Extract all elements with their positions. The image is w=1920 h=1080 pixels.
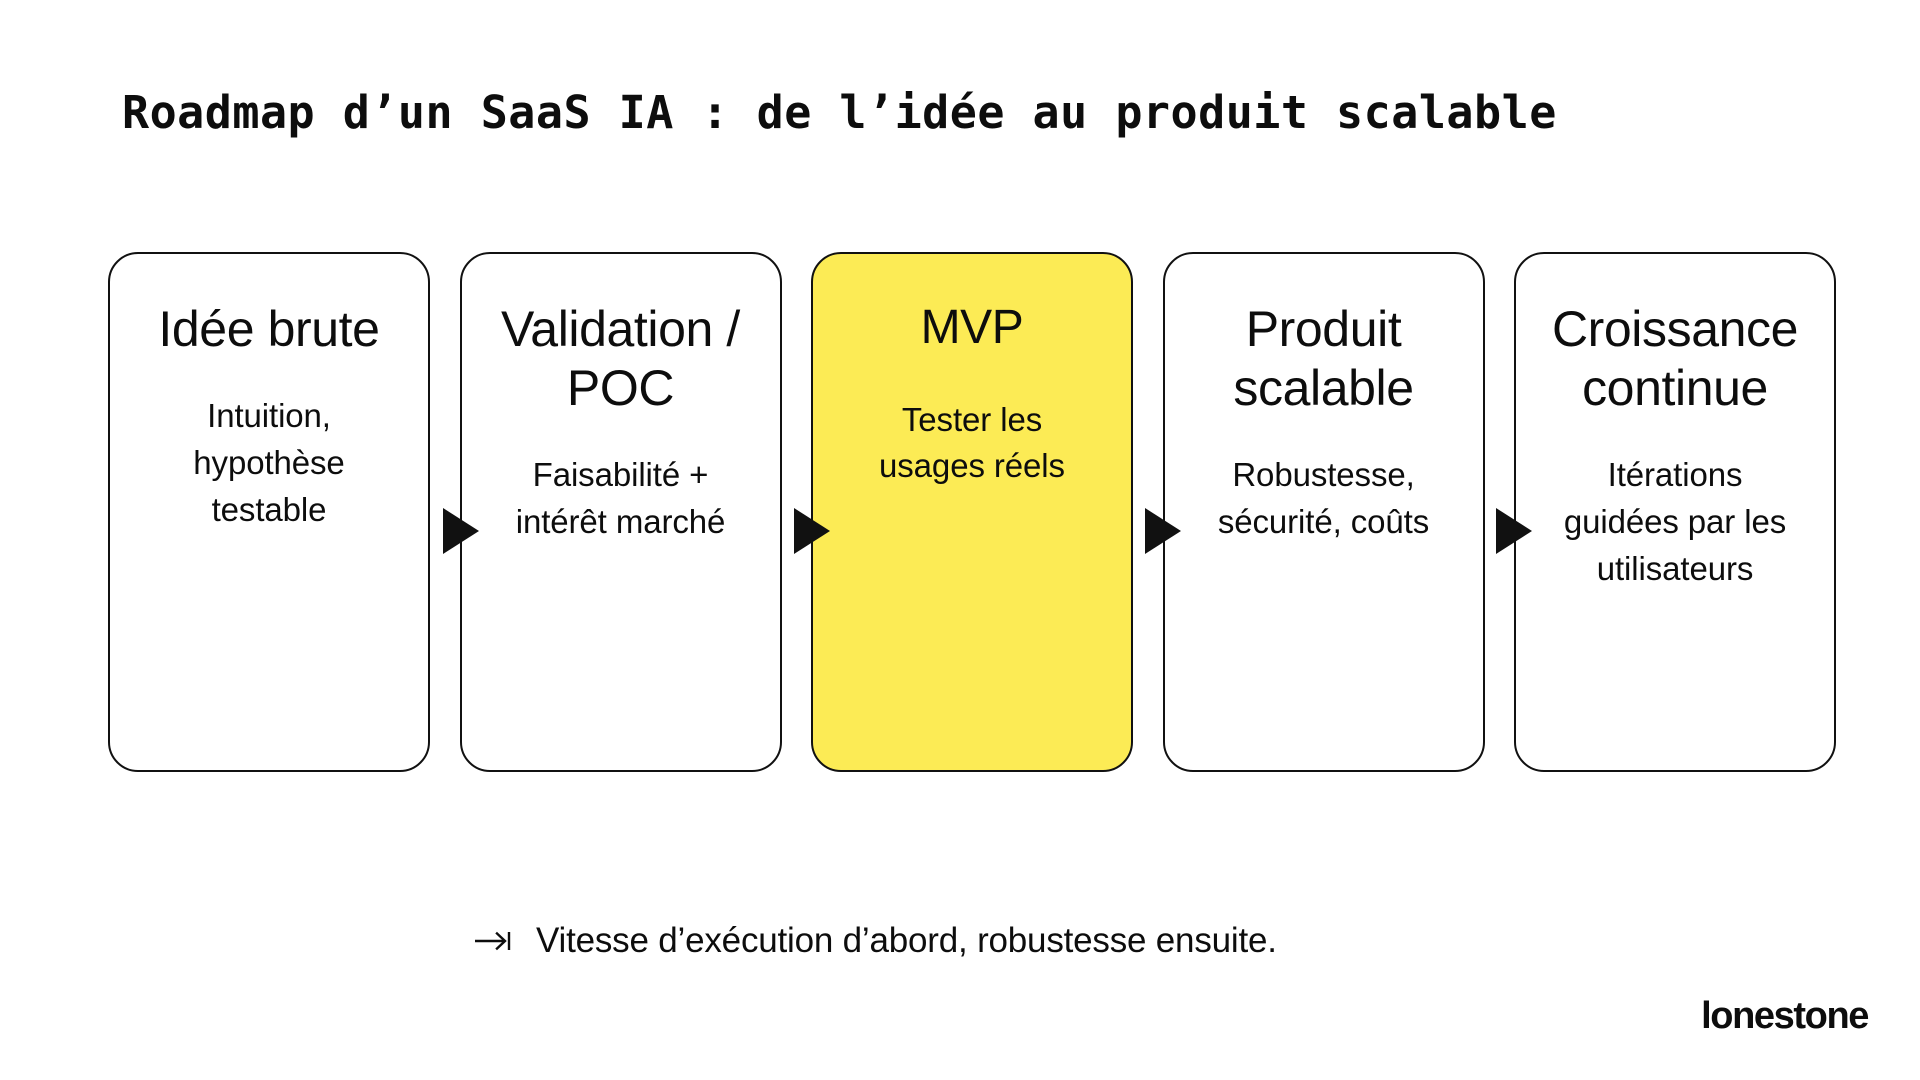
stage-description: Faisabilité +intérêt marché — [515, 456, 726, 540]
lonestone-logo: lonestone — [1701, 995, 1869, 1037]
stage-title: Validation /POC — [501, 301, 740, 416]
triangle-right-icon — [1145, 508, 1181, 554]
stage-description: Robustesse,sécurité, coûts — [1217, 456, 1430, 540]
triangle-right-icon — [794, 508, 830, 554]
stage-card-validation-poc[interactable]: Validation /POC Faisabilité +intérêt mar… — [459, 252, 782, 772]
stage-title: Idée brute — [158, 301, 380, 357]
stage-title: MVP — [920, 301, 1024, 354]
arrow-to-bar-icon — [475, 931, 511, 951]
triangle-right-icon — [443, 508, 479, 554]
footer-note-text: Vitesse d’exécution d’abord, robustesse … — [536, 921, 1277, 960]
triangle-right-icon — [1496, 508, 1532, 554]
footer-note: Vitesse d’exécution d’abord, robustesse … — [474, 920, 1277, 962]
page-title: Roadmap d’un SaaS IA : de l’idée au prod… — [122, 86, 1557, 139]
